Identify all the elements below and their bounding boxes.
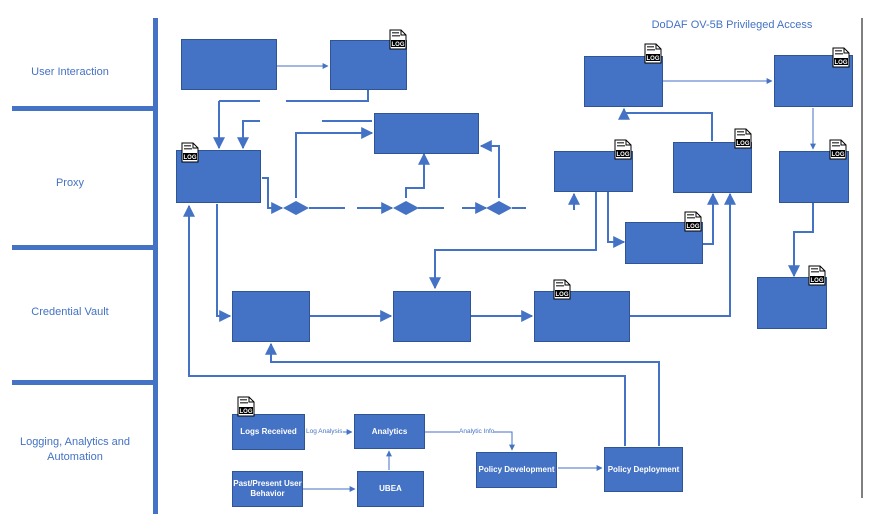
edge-p1-p3 <box>607 192 626 248</box>
log-document-icon: LOG <box>614 139 632 160</box>
lane-label-logging: Logging, Analytics and Automation <box>19 436 131 463</box>
vault-box-4 <box>757 277 827 329</box>
edge-d2-center <box>405 152 430 198</box>
lane-spine <box>153 18 158 514</box>
proxy-box-4 <box>779 151 849 203</box>
log-document-icon: LOG <box>181 142 199 163</box>
lane-label-proxy: Proxy <box>55 177 85 189</box>
decision-diamond-2 <box>393 201 419 215</box>
ubea-label: UBEA <box>379 484 402 493</box>
edge-p4-cv4 <box>788 203 814 278</box>
decision-diamond-3 <box>486 201 512 215</box>
log-document-icon: LOG <box>829 139 847 160</box>
past-present-behavior-label: Past/Present User Behavior <box>233 479 302 498</box>
svg-text:LOG: LOG <box>240 409 253 415</box>
proxy-box-2 <box>673 142 752 193</box>
edge-d1-center <box>295 127 374 198</box>
log-document-icon: LOG <box>808 265 826 286</box>
ui-box-3 <box>584 56 663 107</box>
svg-text:LOG: LOG <box>647 56 660 62</box>
analytics-label: Analytics <box>371 426 408 436</box>
log-document-icon: LOG <box>644 43 662 64</box>
svg-text:LOG: LOG <box>832 152 845 158</box>
edge-d3-center <box>479 140 500 198</box>
diagram-title: DoDAF OV-5B Privileged Access <box>651 19 813 31</box>
log-document-icon: LOG <box>734 128 752 149</box>
edge-main-d1 <box>262 177 284 214</box>
log-document-icon: LOG <box>553 279 571 300</box>
vault-box-1 <box>232 291 310 342</box>
svg-text:LOG: LOG <box>687 224 700 230</box>
svg-text:LOG: LOG <box>811 278 824 284</box>
edge-p2-ui3 <box>618 107 713 141</box>
ubea-box: UBEA <box>357 471 424 507</box>
logs-received-label: Logs Received <box>240 427 297 436</box>
ui-box-1 <box>181 39 277 90</box>
log-document-icon: LOG <box>684 211 702 232</box>
logs-received-box: Logs Received <box>232 414 305 450</box>
svg-text:LOG: LOG <box>392 42 405 48</box>
decision-diamond-1 <box>283 201 309 215</box>
policy-development-box: Policy Development <box>476 452 557 488</box>
policy-development-label: Policy Development <box>478 465 555 474</box>
svg-text:LOG: LOG <box>835 60 848 66</box>
edge-p1-cv2 <box>429 192 597 290</box>
edge-cv3-p2 <box>630 192 736 317</box>
edge-label-analytic-info: Analytic Info <box>459 428 495 435</box>
log-document-icon: LOG <box>389 29 407 50</box>
proxy-box-center <box>374 113 479 154</box>
edge-label-log-analysis: Log Analysis <box>306 428 343 435</box>
svg-text:LOG: LOG <box>556 292 569 298</box>
edge-to-proxy-main-2 <box>237 120 260 150</box>
policy-deployment-box: Policy Deployment <box>604 447 683 492</box>
lane-divider-2 <box>12 245 153 250</box>
lane-label-credential-vault: Credential Vault <box>31 306 109 318</box>
edge-analytics-policydev <box>425 431 515 451</box>
edge-main-cv1 <box>216 204 232 322</box>
vault-box-2 <box>393 291 471 342</box>
edge-deploy-proxy <box>183 204 626 446</box>
log-document-icon: LOG <box>237 396 255 417</box>
policy-deployment-label: Policy Deployment <box>607 464 680 474</box>
lane-divider-1 <box>12 106 153 111</box>
svg-text:LOG: LOG <box>737 141 750 147</box>
lane-divider-3 <box>12 380 153 385</box>
edge-p3-p2 <box>703 192 719 245</box>
edge-ui2-down <box>286 90 369 102</box>
svg-text:LOG: LOG <box>617 152 630 158</box>
edge-deploy-vault <box>265 342 660 446</box>
log-document-icon: LOG <box>832 47 850 68</box>
past-present-behavior-box: Past/Present User Behavior <box>232 471 303 507</box>
lane-label-user-interaction: User Interaction <box>31 66 109 78</box>
svg-text:LOG: LOG <box>184 155 197 161</box>
vault-box-3 <box>534 291 630 342</box>
analytics-box: Analytics <box>354 414 425 449</box>
